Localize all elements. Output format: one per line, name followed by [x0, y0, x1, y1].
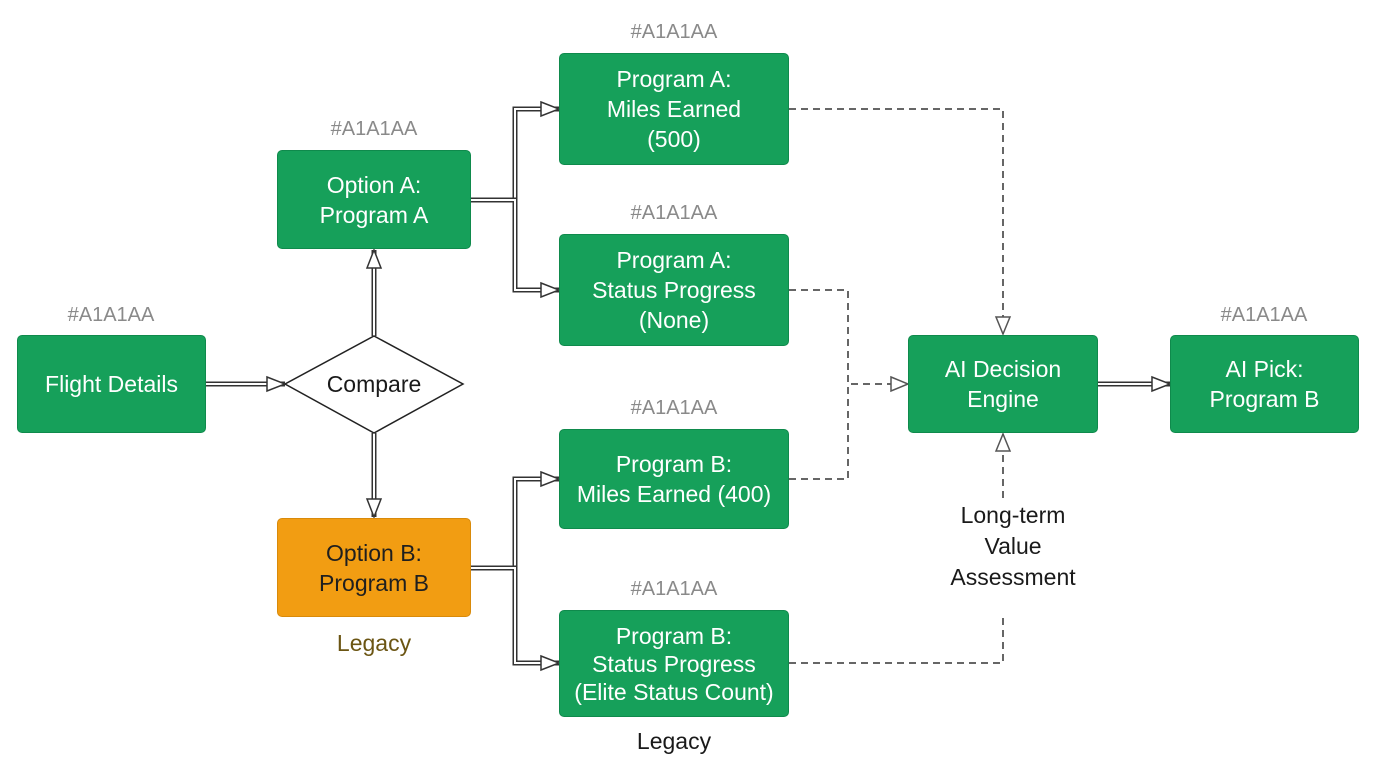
edge-b-status-to-engine [789, 618, 1004, 664]
ai-decision-engine-node: AI Decision Engine [908, 335, 1098, 433]
compare-label: Compare [326, 371, 422, 397]
ai-pick-node: AI Pick: Program B [1170, 335, 1359, 433]
a-status-tag: #A1A1AA [630, 202, 718, 224]
b-miles-node: Program B: Miles Earned (400) [559, 429, 789, 529]
option-b-node: Option B: Program B [277, 518, 471, 617]
a-miles-tag: #A1A1AA [630, 21, 718, 43]
edge-a-status-to-engine [789, 289, 910, 393]
flight-details-tag: #A1A1AA [67, 304, 155, 326]
b-status-legacy-note: Legacy [636, 728, 712, 754]
compare-diamond [283, 335, 465, 434]
a-miles-node: Program A: Miles Earned (500) [559, 53, 789, 165]
option-b-legacy-note: Legacy [336, 630, 412, 656]
edge-option-a-to-a-miles [471, 109, 559, 203]
b-miles-tag: #A1A1AA [630, 397, 718, 419]
flight-details-node: Flight Details [17, 335, 206, 433]
ai-pick-tag: #A1A1AA [1220, 304, 1308, 326]
edge-a-miles-to-engine [789, 108, 1012, 336]
a-status-node: Program A: Status Progress (None) [559, 234, 789, 346]
edge-b-miles-to-engine [789, 384, 849, 480]
b-status-node: Program B: Status Progress (Elite Status… [559, 610, 789, 717]
edge-option-a-to-a-status [471, 197, 559, 290]
option-a-tag: #A1A1AA [330, 118, 418, 140]
b-status-tag: #A1A1AA [630, 578, 718, 600]
option-a-node: Option A: Program A [277, 150, 471, 249]
edge-option-b-to-b-miles [471, 479, 559, 571]
edge-option-b-to-b-status [471, 565, 559, 663]
long-term-value-assessment: Long-term Value Assessment [950, 502, 1076, 590]
